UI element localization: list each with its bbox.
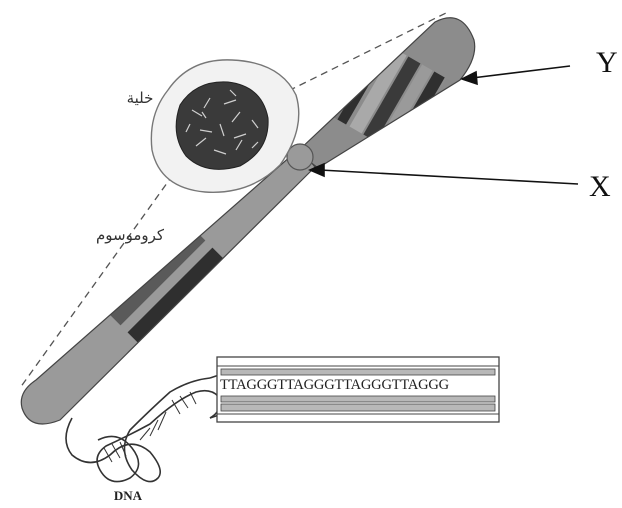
arrow-x: [320, 170, 578, 184]
sequence-text: TTAGGGTTAGGGTTAGGGTTAGGG: [220, 377, 450, 393]
telomere-sequence-box: TTAGGGTTAGGGTTAGGGTTAGGG: [217, 357, 499, 422]
dna-label: DNA: [114, 488, 143, 503]
nucleus: [176, 82, 268, 169]
arrow-y: [472, 66, 570, 78]
cell-label: خلية: [127, 89, 154, 107]
label-y: Y: [596, 46, 618, 79]
chromosome-label: كروموسوم: [96, 226, 165, 244]
label-x: X: [589, 170, 611, 203]
